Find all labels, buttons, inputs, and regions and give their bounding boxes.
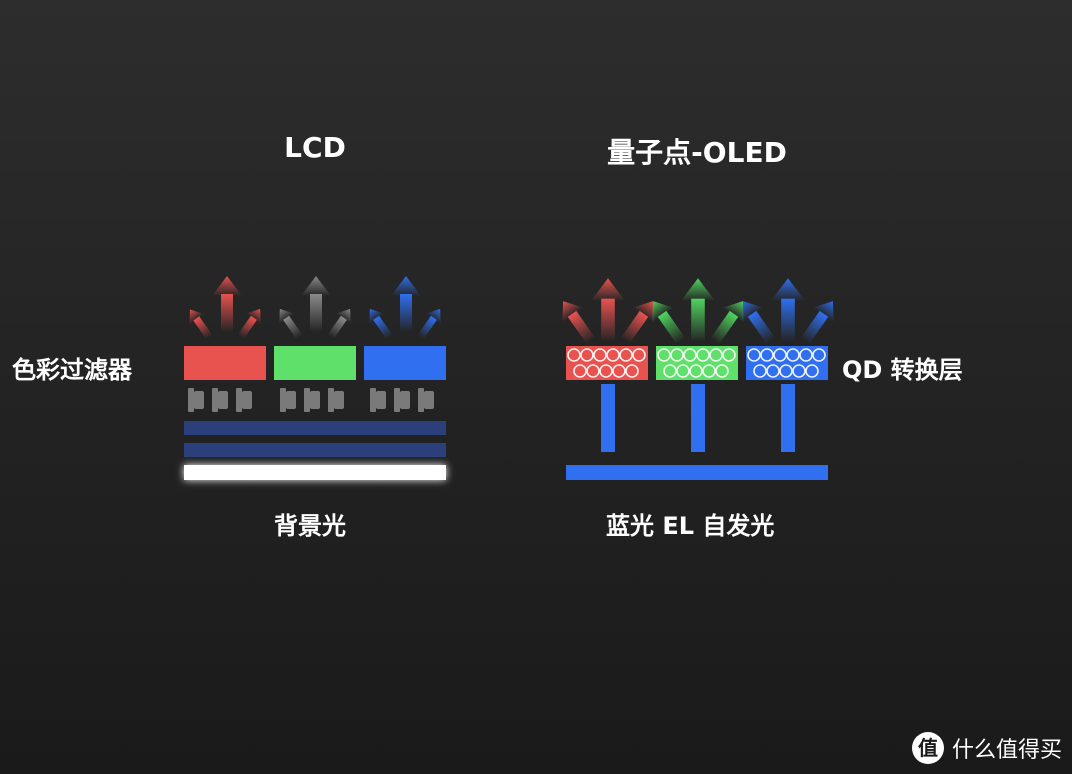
quantum-dots	[567, 348, 826, 378]
quantum-dot	[722, 348, 736, 362]
quantum-dot	[573, 364, 587, 378]
quantum-dot	[657, 348, 671, 362]
quantum-dot	[766, 364, 780, 378]
qd-blue-arrows	[732, 278, 844, 349]
quantum-dot	[689, 364, 703, 378]
quantum-dot	[715, 364, 729, 378]
quantum-dot	[676, 364, 690, 378]
lcd-color-filters	[184, 346, 446, 380]
lc-group-3	[370, 388, 434, 412]
lcd-title: LCD	[284, 131, 346, 164]
blue-el-label: 蓝光 EL 自发光	[606, 512, 775, 540]
quantum-dot	[779, 364, 793, 378]
lc-group-1	[188, 388, 252, 412]
quantum-dot	[786, 348, 800, 362]
qd-blue-beams	[601, 384, 795, 452]
color-filter-label: 色彩过滤器	[12, 356, 132, 384]
lcd-red-arrows	[182, 276, 268, 343]
quantum-dot	[586, 364, 600, 378]
qd-green-arrows	[642, 278, 754, 349]
blue-beam-3	[781, 384, 795, 452]
quantum-dot	[709, 348, 723, 362]
quantum-dot	[760, 348, 774, 362]
quantum-dot	[632, 348, 646, 362]
svg-text:值: 值	[918, 736, 938, 760]
qd-oled-title: 量子点-OLED	[607, 136, 787, 169]
quantum-dot	[619, 348, 633, 362]
lcd-blue-arrows	[362, 276, 448, 342]
lcd-red-filter	[184, 346, 266, 380]
quantum-dot	[593, 348, 607, 362]
lcd-gray-arrows	[272, 276, 358, 342]
lcd-green-filter	[274, 346, 356, 380]
quantum-dot	[696, 348, 710, 362]
lcd-blue-filter	[364, 346, 446, 380]
backlight-label: 背景光	[274, 512, 346, 540]
quantum-dot	[580, 348, 594, 362]
lc-group-2	[280, 388, 344, 412]
lcd-liquid-crystals	[188, 388, 434, 412]
watermark-text: 什么值得买	[951, 738, 1062, 763]
qd-layer-label: QD 转换层	[842, 356, 963, 384]
quantum-dot	[663, 364, 677, 378]
quantum-dot	[612, 364, 626, 378]
watermark: 值 什么值得买	[911, 732, 1062, 764]
blue-beam-2	[691, 384, 705, 452]
quantum-dot	[606, 348, 620, 362]
quantum-dot	[625, 364, 639, 378]
quantum-dot	[747, 348, 761, 362]
quantum-dot	[799, 348, 813, 362]
quantum-dot	[567, 348, 581, 362]
quantum-dot	[683, 348, 697, 362]
smzdm-logo-icon: 值	[911, 732, 944, 764]
qd-red-arrows	[552, 278, 664, 349]
lcd-backlight-bar	[184, 465, 446, 480]
quantum-dot	[670, 348, 684, 362]
blue-el-emitter-bar	[566, 465, 828, 480]
qd-arrows	[552, 278, 844, 349]
quantum-dot	[792, 364, 806, 378]
quantum-dot	[702, 364, 716, 378]
qd-conversion-layer	[566, 346, 828, 380]
quantum-dot	[805, 364, 819, 378]
quantum-dot	[812, 348, 826, 362]
lcd-layer-1	[184, 421, 446, 435]
quantum-dot	[753, 364, 767, 378]
lcd-layer-2	[184, 443, 446, 457]
blue-beam-1	[601, 384, 615, 452]
quantum-dot	[773, 348, 787, 362]
lcd-arrows	[182, 276, 448, 343]
quantum-dot	[599, 364, 613, 378]
